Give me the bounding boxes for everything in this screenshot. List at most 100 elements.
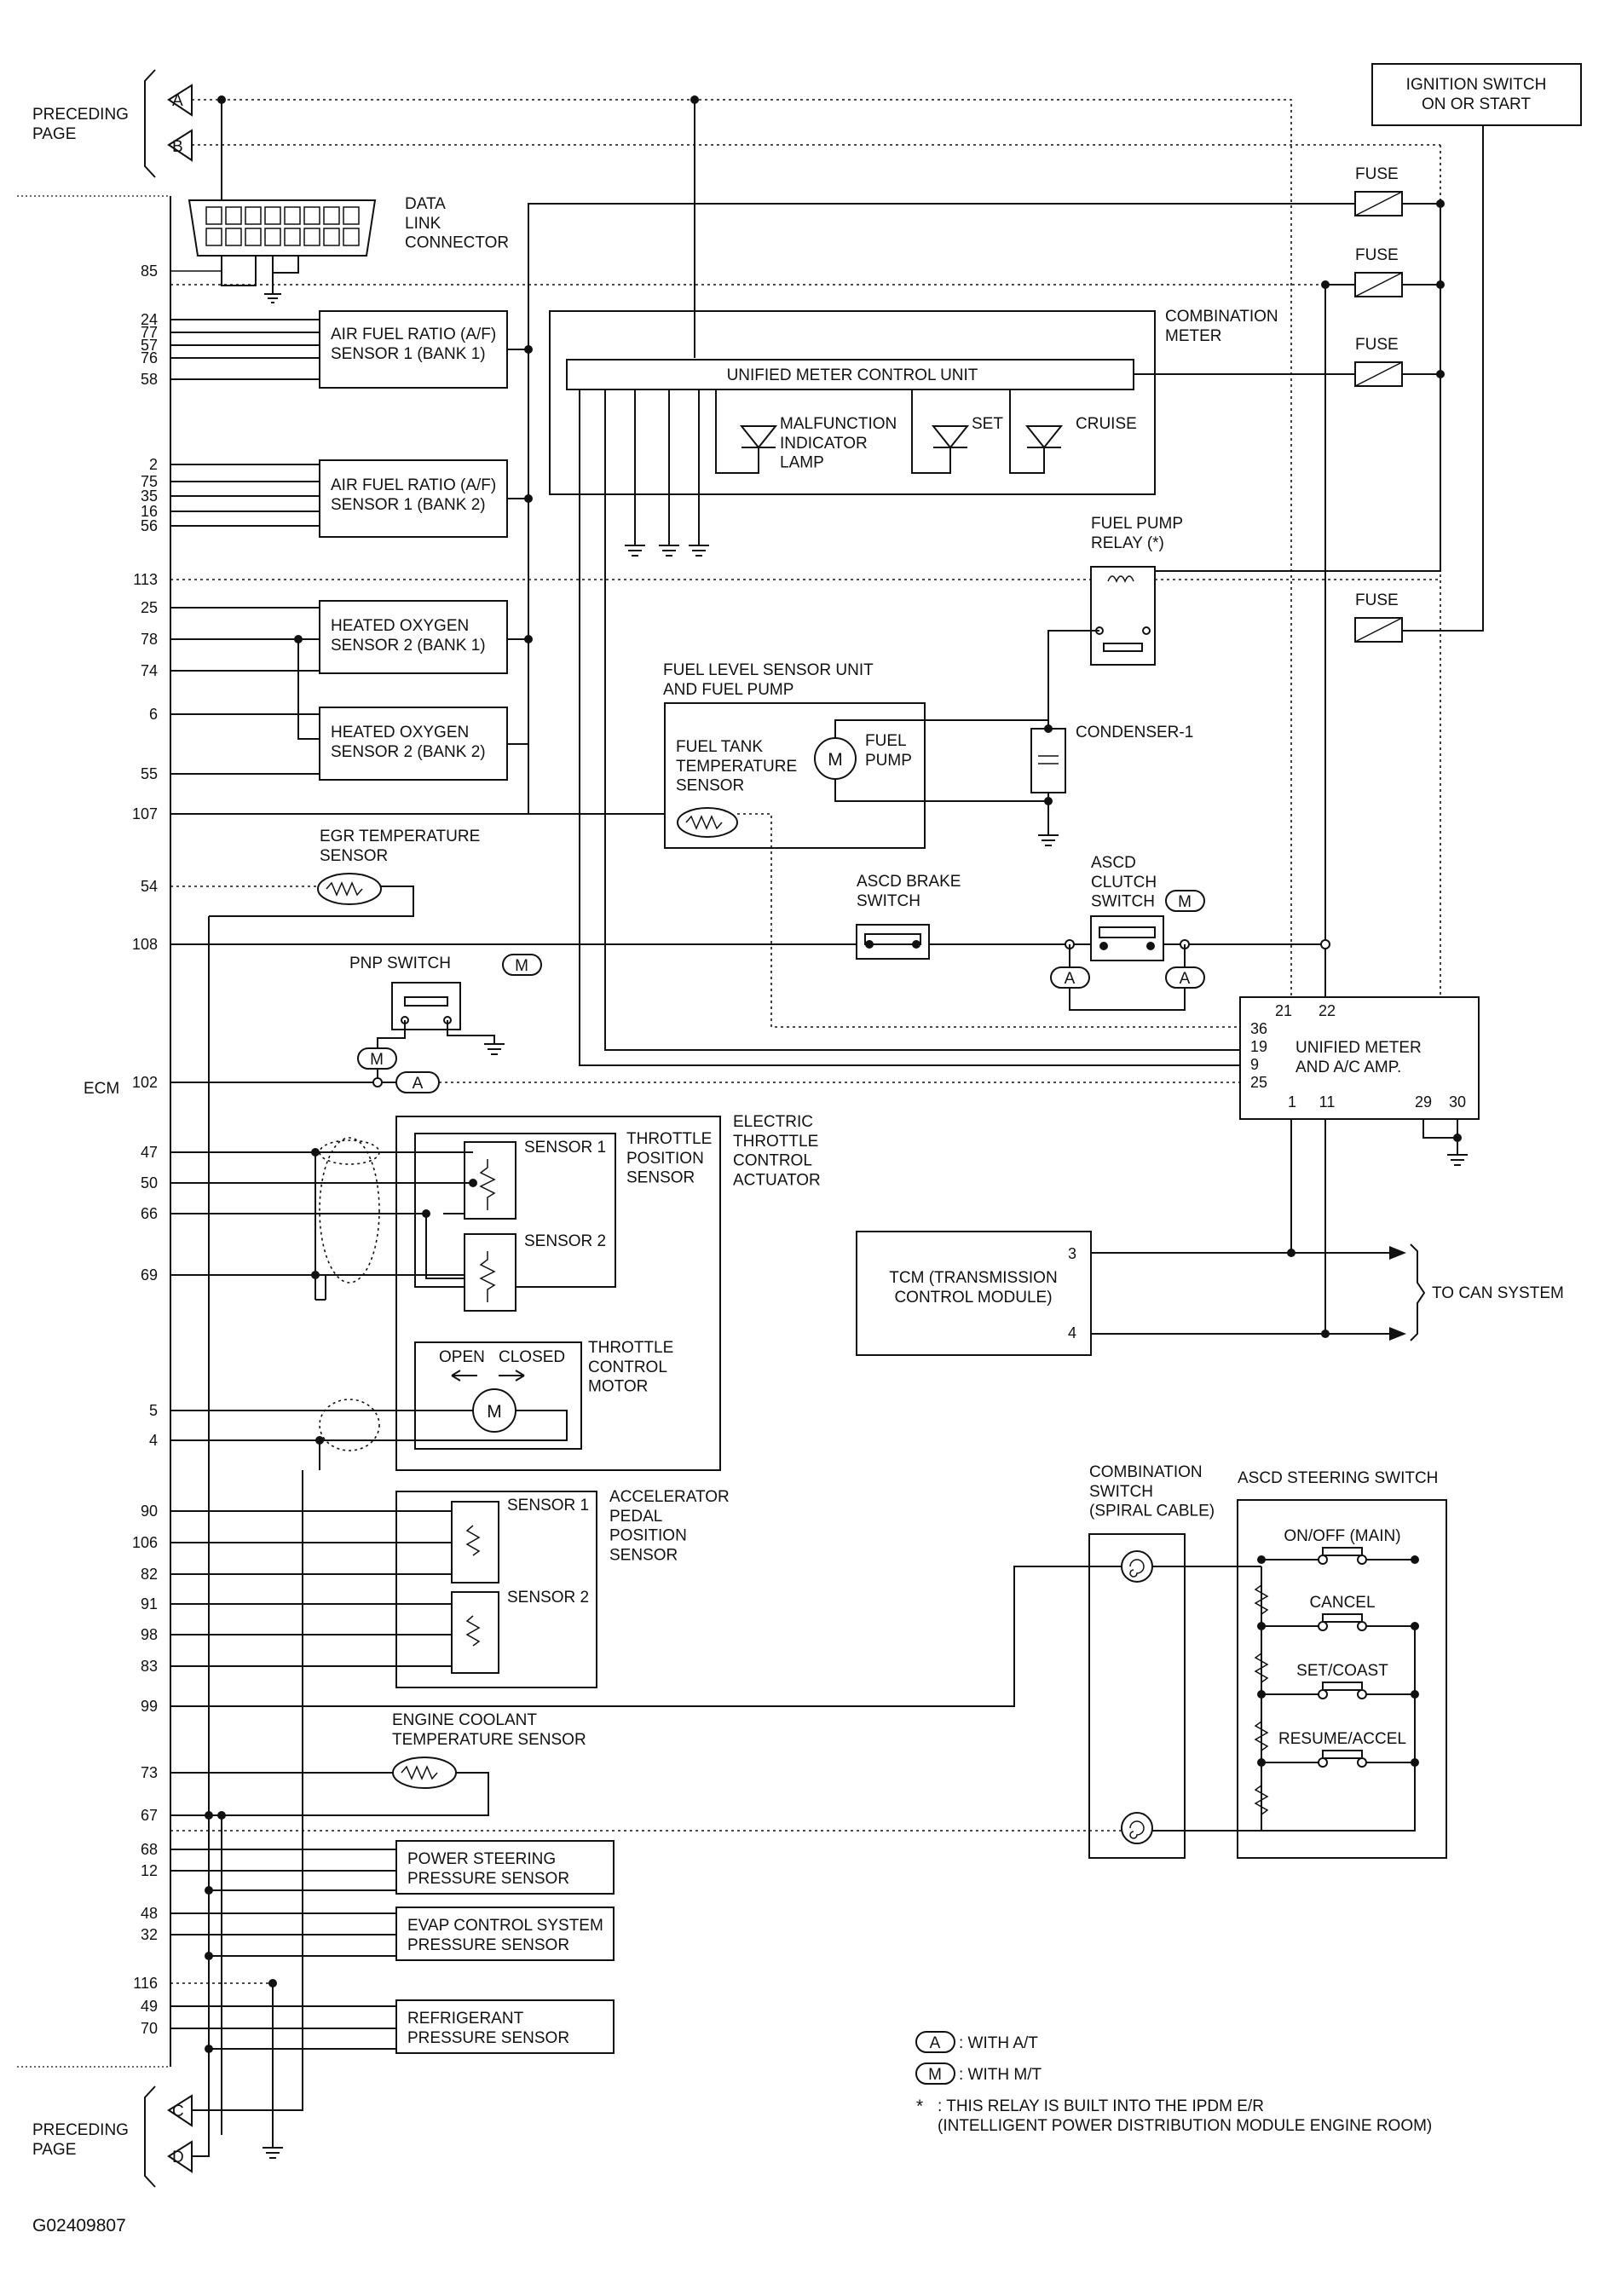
ecm-pin-af1-3: 76 [141,349,158,366]
wire-107b [737,813,1240,1028]
connector-c-flag [167,2094,193,2127]
ecm-pin-app-0: 90 [141,1503,158,1520]
ecm-pin-67: 67 [141,1807,158,1824]
ecm-pin-ho2s-1: 78 [141,631,158,648]
ascd-switch-terminal [1318,1555,1328,1565]
condenser-1: CONDENSER-1 [1030,724,1193,846]
open-label: OPEN [439,1348,485,1366]
ascd-item-label: ON/OFF (MAIN) [1284,1527,1400,1545]
main-wires-top [192,95,1441,1057]
clutch-mt-symbol: M [1178,893,1192,911]
ecm-pin-motor-1: 4 [149,1432,158,1449]
dlc-pin-cell [264,228,281,246]
ecm-pin-tps-0: 47 [141,1144,158,1161]
to-can-label: TO CAN SYSTEM [1432,1284,1564,1302]
ecm-pin-108: 108 [132,936,158,953]
connector-c-label: C [172,2103,184,2120]
ecm-pin-af2-2: 35 [141,487,158,505]
dlc-pin-cell [284,228,301,246]
ascd-switch-contact [1322,1750,1363,1759]
ascd-junction [1257,1555,1266,1564]
dlc-pin-cell [284,206,301,225]
shield-lines [311,1137,380,1470]
wire-108: A A [170,939,1330,1011]
dlc-pin-cell [225,228,242,246]
ground-shield-wires [192,916,303,2157]
connector-d-flag [167,2140,193,2173]
fuse-label-2: FUSE [1355,246,1399,264]
fuse-label-3: FUSE [1355,336,1399,354]
ascd-switch-terminal [1357,1689,1367,1699]
dlc-pin-cell [303,228,320,246]
ecm-pin-54: 54 [141,878,158,895]
dlc-pin-cell [205,206,222,225]
ecm-pin-pss-1: 12 [141,1862,158,1879]
connector-d-label: D [172,2149,184,2166]
dlc-pin-cell [245,206,262,225]
ascd-item-label: CANCEL [1309,1594,1375,1612]
fuse-label-4: FUSE [1355,591,1399,609]
pnp-mt-symbol-2: M [370,1051,384,1069]
ecm-pin-af2-4: 56 [141,517,158,534]
legend: A : WITH A/T M : WITH M/T * : THIS RELAY… [915,2031,1432,2135]
dlc-pin-cell [343,228,360,246]
ecm-pin-app-5: 83 [141,1658,158,1675]
figure-id: G02409807 [32,2216,126,2235]
ecm-pin-73: 73 [141,1764,158,1781]
ecm-pin-pss-0: 68 [141,1841,158,1858]
fuse-label-1: FUSE [1355,165,1399,183]
ecm-pin-ho2s-0: 25 [141,599,158,616]
app-sensor2-label: SENSOR 2 [507,1589,589,1607]
pnp-switch: PNP SWITCH M M [349,954,542,1078]
clutch-at-symbol-left: A [1065,970,1076,988]
ecm-pin-af1-1: 77 [141,324,158,341]
um-pin-25: 25 [1250,1074,1267,1091]
ecm-pin-evap-1: 32 [141,1926,158,1943]
ascd-junction [1411,1555,1419,1564]
um-pin-11: 11 [1319,1093,1336,1111]
ascd-switch-terminal [1357,1757,1367,1768]
ecm-pin-app-1: 106 [132,1534,158,1551]
fuses: FUSE FUSE FUSE FUSE [170,125,1484,1001]
ecm-pin-af1-4: 58 [141,371,158,388]
um-pin-21: 21 [1275,1002,1292,1019]
ecm-pin-99: 99 [141,1698,158,1715]
ecm-pin-ref-2: 70 [141,2020,158,2037]
ecm-pin-107: 107 [132,805,158,822]
ascd-switch-terminal [1318,1621,1328,1631]
ecm-pin-ref-0: 116 [133,1975,158,1992]
ascd-switch-terminal [1318,1757,1328,1768]
throttle-motor-symbol: M [487,1402,502,1422]
legend-at-symbol: A [930,2034,941,2052]
